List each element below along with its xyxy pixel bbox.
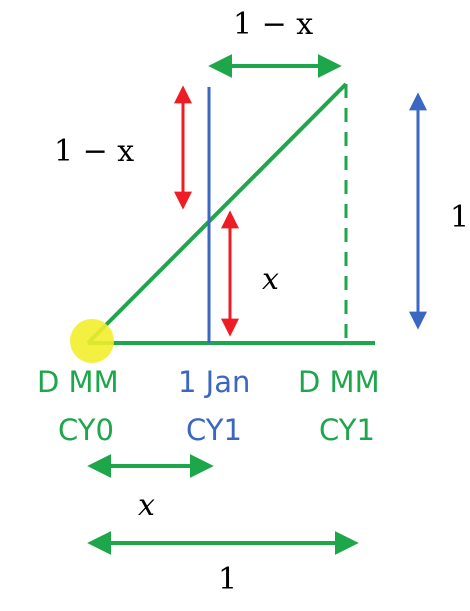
middle-axis-label-line1: 1 Jan [178, 365, 250, 399]
bottom-outer-label: 1 [218, 562, 237, 597]
origin-highlight [70, 319, 114, 363]
right-height-label: 1 [450, 200, 469, 235]
right-axis-label-line1: D MM [298, 365, 380, 399]
left-lower-label: x [262, 262, 279, 297]
bottom-inner-label: x [138, 488, 155, 523]
middle-axis-label-line2: CY1 [186, 413, 242, 447]
left-axis-label-line1: D MM [37, 365, 119, 399]
diagonal-line [86, 82, 348, 345]
top-gap-label: 1 − x [233, 7, 313, 42]
right-axis-label-line2: CY1 [319, 413, 375, 447]
left-axis-label-line2: CY0 [58, 413, 114, 447]
left-upper-label: 1 − x [54, 134, 134, 169]
